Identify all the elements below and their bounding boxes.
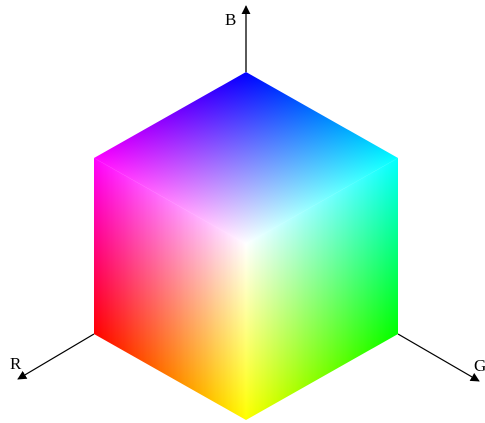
r-axis-line <box>18 334 94 379</box>
b-axis-label: B <box>225 10 236 29</box>
g-axis-line <box>398 334 479 381</box>
g-axis-label: G <box>474 356 485 375</box>
r-axis-label: R <box>10 354 22 373</box>
